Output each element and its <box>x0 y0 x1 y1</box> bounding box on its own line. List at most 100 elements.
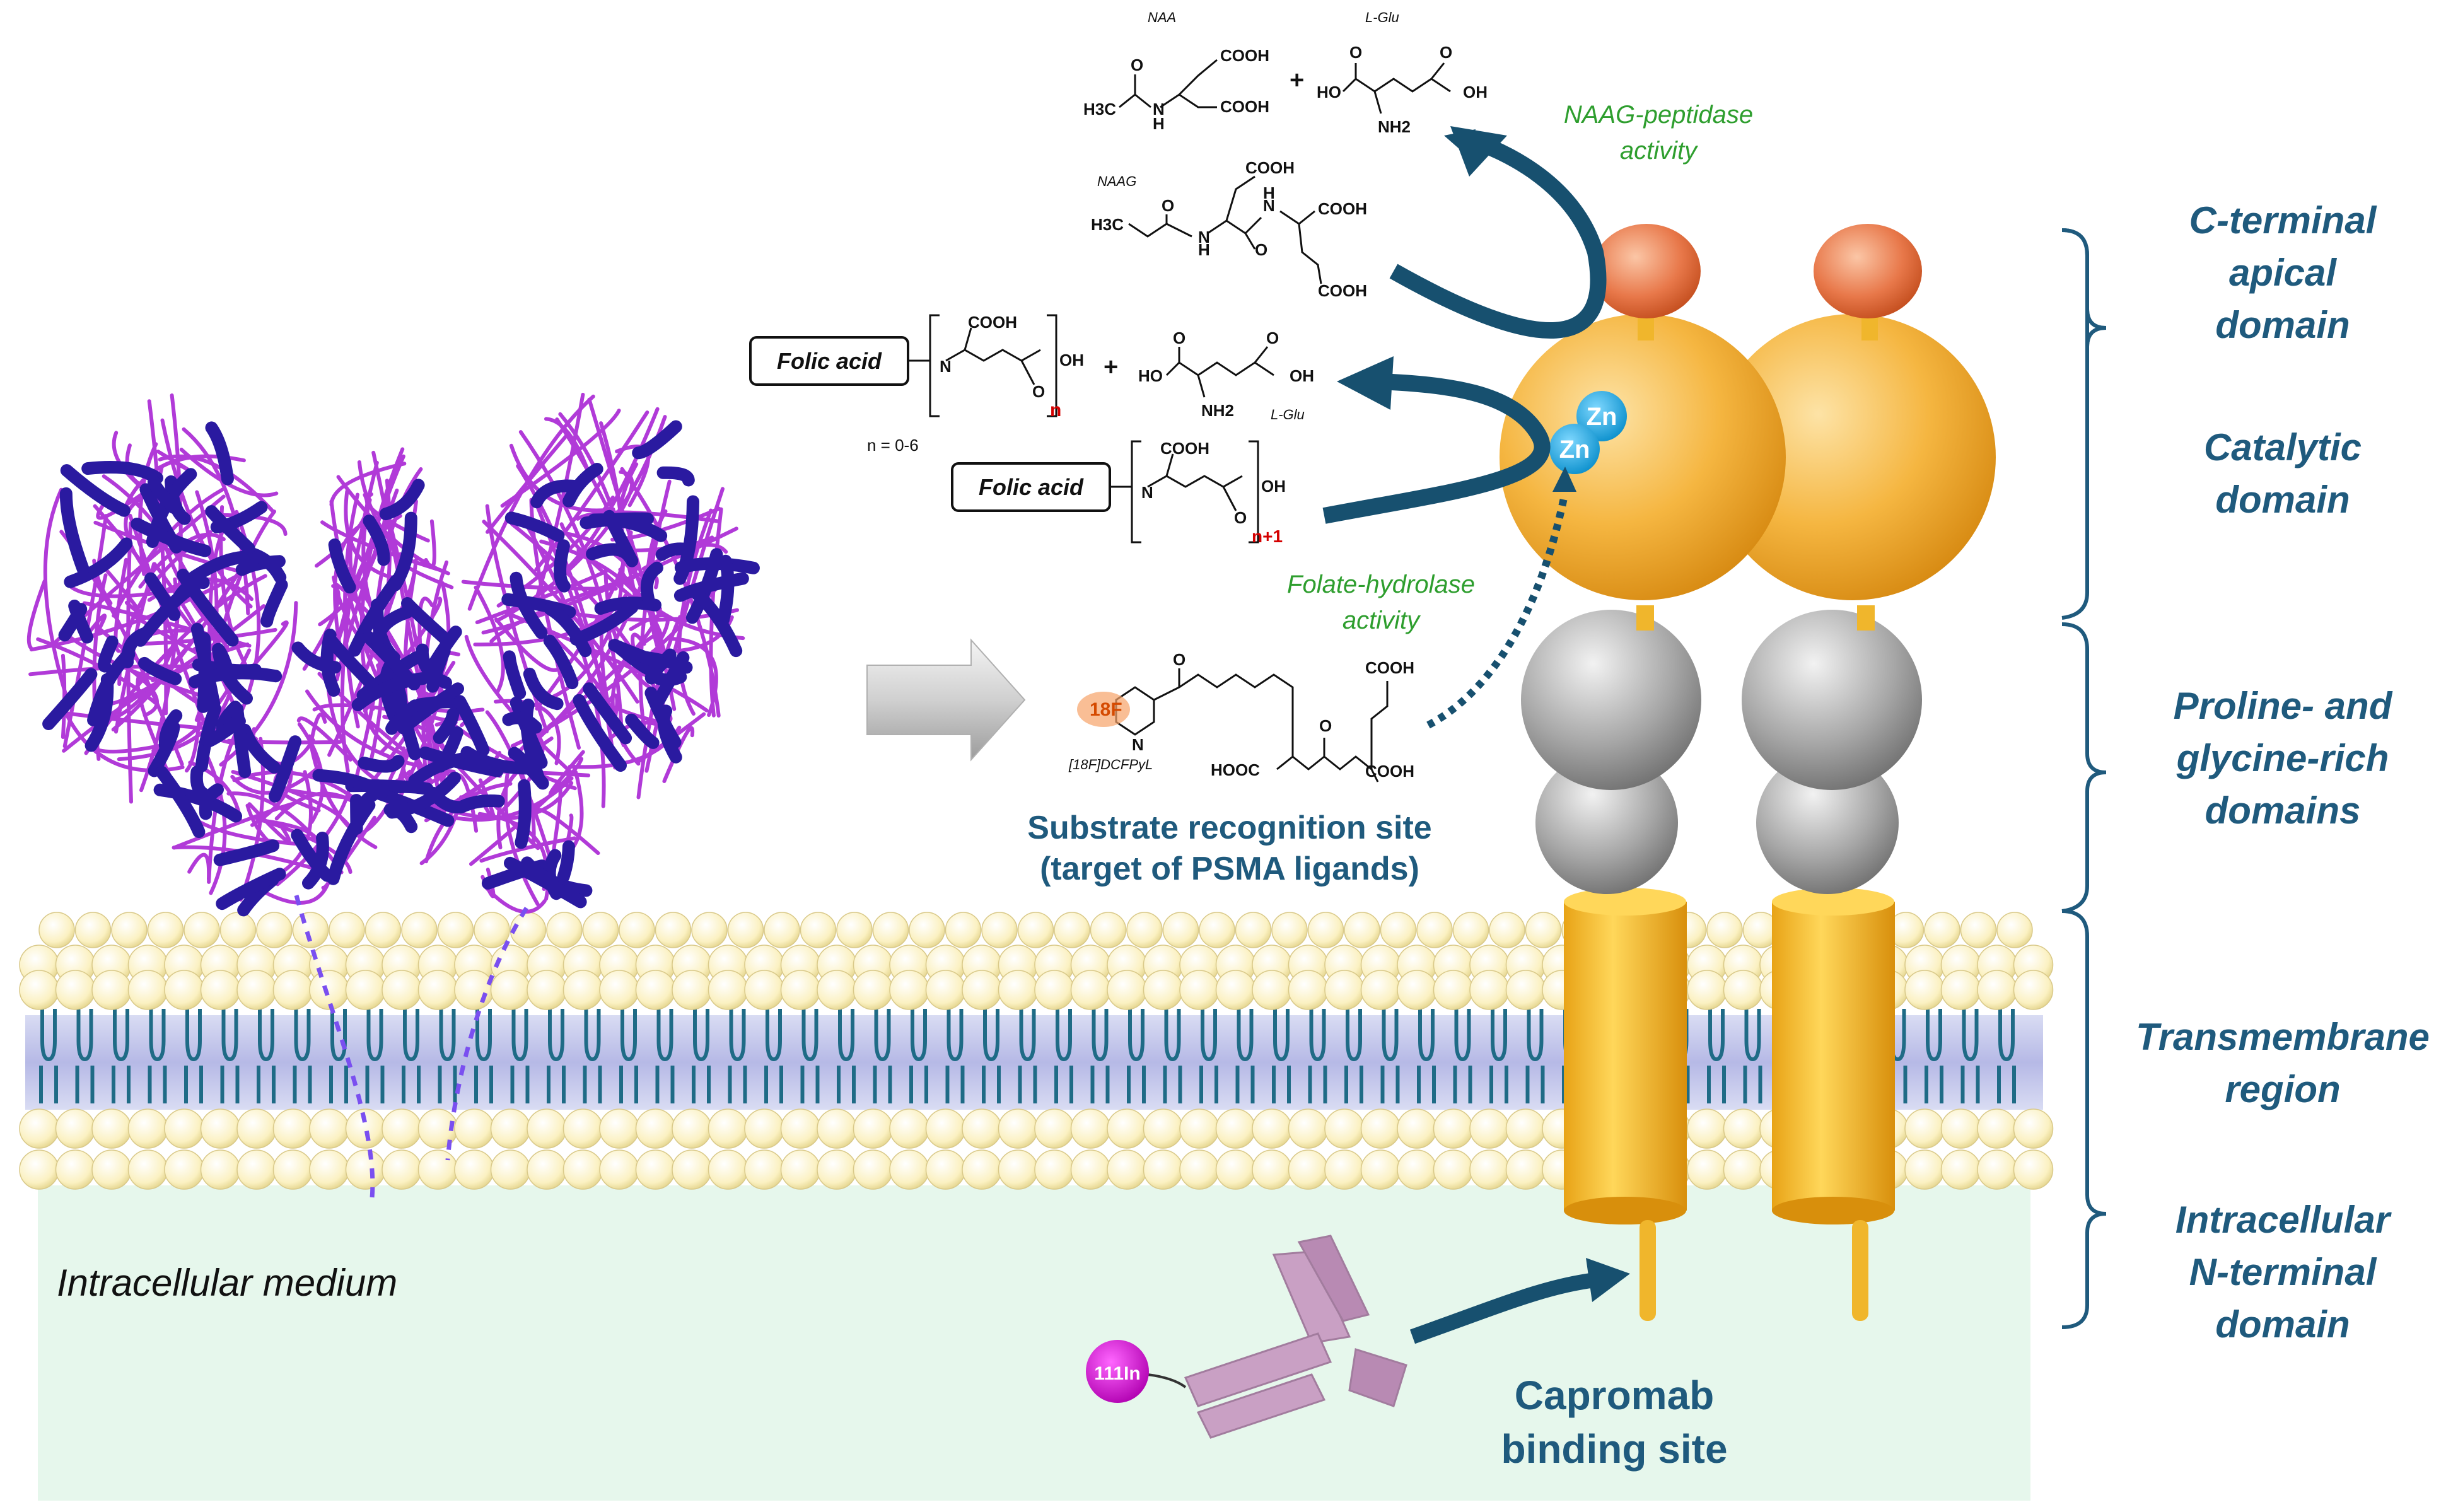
svg-text:N: N <box>1141 483 1153 502</box>
svg-text:O: O <box>1162 196 1174 215</box>
svg-text:HO: HO <box>1138 366 1163 385</box>
domain-label-apical-1: C-terminal <box>2189 199 2377 241</box>
svg-text:L-Glu: L-Glu <box>1271 407 1305 422</box>
psma-dimer-model: Zn Zn <box>1500 224 1996 1321</box>
svg-text:O: O <box>1032 382 1045 401</box>
naag-peptidase-arrow <box>1389 127 1607 339</box>
svg-text:O: O <box>1255 240 1267 259</box>
domain-label-proline-3: domains <box>2205 789 2361 832</box>
svg-text:H: H <box>1153 114 1165 133</box>
lipid-heads-top-back <box>38 912 2033 948</box>
substrate-site-label-1: Substrate recognition site <box>1027 810 1431 846</box>
lipid-heads-bottom <box>19 1108 2054 1190</box>
capromab-label-1: Capromab <box>1515 1373 1715 1418</box>
svg-text:COOH: COOH <box>1220 97 1269 116</box>
svg-text:COOH: COOH <box>1245 158 1295 177</box>
svg-text:N: N <box>1132 735 1144 754</box>
indium-111-label: 111In <box>1086 1340 1149 1403</box>
folic-acid-polyglutamate: Folic acid N COOH OH O n n = 0-6 <box>749 313 1084 455</box>
glycine-rich-sphere-right-lower <box>1756 752 1899 894</box>
domain-braces <box>2061 228 2107 1329</box>
naa-structure: NAA COOH COOH H3C N O H <box>1083 9 1269 133</box>
capromab-arrow <box>1409 1272 1597 1344</box>
svg-text:Folic acid: Folic acid <box>777 348 882 374</box>
folate-hydrolase-label-1: Folate-hydrolase <box>1287 571 1475 598</box>
domain-label-intracellular-2: N-terminal <box>2189 1251 2377 1293</box>
domain-labels: C-terminal apical domain Catalytic domai… <box>2136 199 2430 1346</box>
n-terminal-tail-left <box>1640 1220 1656 1321</box>
svg-text:O: O <box>1131 55 1143 74</box>
domain-label-apical-3: domain <box>2215 304 2350 346</box>
svg-text:HOOC: HOOC <box>1211 760 1260 779</box>
svg-text:COOH: COOH <box>1160 439 1209 458</box>
folate-hydrolase-label-2: activity <box>1343 607 1421 634</box>
catalytic-sphere-right <box>1710 314 1996 600</box>
svg-text:n = 0-6: n = 0-6 <box>867 436 919 455</box>
svg-text:H: H <box>1198 240 1210 259</box>
svg-text:NAAG: NAAG <box>1097 173 1136 189</box>
transmembrane-helix-left <box>1564 888 1687 1224</box>
svg-text:18F: 18F <box>1090 699 1122 720</box>
zinc-ion-2: Zn <box>1549 424 1600 474</box>
domain-label-transmembrane-1: Transmembrane <box>2136 1016 2430 1058</box>
dcfpyl-structure: 18F N O [18F]DCFPyL HOOC COOH COOH O <box>1068 650 1414 782</box>
svg-text:Zn: Zn <box>1559 436 1590 463</box>
svg-text:OH: OH <box>1059 351 1084 369</box>
svg-text:[18F]DCFPyL: [18F]DCFPyL <box>1068 757 1153 772</box>
tm-dashed-left <box>294 895 375 1199</box>
svg-text:Folic acid: Folic acid <box>979 474 1084 500</box>
folate-hydrolase-arrow <box>1322 373 1551 524</box>
transmembrane-helix-right <box>1772 888 1895 1224</box>
svg-text:NAA: NAA <box>1148 9 1176 25</box>
svg-text:NH2: NH2 <box>1378 117 1411 136</box>
svg-text:111In: 111In <box>1094 1363 1140 1384</box>
svg-text:H3C: H3C <box>1091 215 1124 234</box>
svg-text:OH: OH <box>1290 366 1314 385</box>
naag-structure: NAAG COOH COOH COOH H3C N N H H O O <box>1091 158 1367 300</box>
lglu-mid-structure: HO NH2 OH O O L-Glu <box>1138 329 1314 422</box>
svg-text:O: O <box>1440 43 1452 62</box>
domain-label-proline-2: glycine-rich <box>2176 737 2389 779</box>
capromab-antibody <box>1147 1235 1407 1439</box>
svg-text:N: N <box>1263 196 1275 215</box>
plus-mid: + <box>1104 353 1118 381</box>
svg-text:N: N <box>1198 228 1210 247</box>
lglu-top-structure: L-Glu HO NH2 OH O O <box>1317 9 1488 136</box>
domain-label-transmembrane-2: region <box>2225 1068 2340 1110</box>
naag-peptidase-label-2: activity <box>1620 137 1699 165</box>
svg-text:HO: HO <box>1317 83 1341 102</box>
svg-text:n+1: n+1 <box>1252 526 1283 546</box>
catalytic-sphere-left <box>1500 314 1786 600</box>
svg-text:COOH: COOH <box>1365 762 1414 781</box>
svg-text:N: N <box>1153 100 1165 119</box>
domain-label-intracellular-1: Intracellular <box>2176 1199 2392 1241</box>
svg-text:O: O <box>1234 508 1247 527</box>
svg-text:O: O <box>1266 329 1279 347</box>
intracellular-medium-label: Intracellular medium <box>57 1262 397 1304</box>
psma-crystal-structure <box>26 392 760 1199</box>
svg-text:OH: OH <box>1261 477 1286 496</box>
svg-text:NH2: NH2 <box>1201 401 1234 420</box>
svg-text:H3C: H3C <box>1083 100 1116 119</box>
structure-to-model-arrow <box>866 638 1026 762</box>
naag-peptidase-label-1: NAAG-peptidase <box>1564 101 1753 129</box>
lipid-heads-top <box>19 945 2054 1010</box>
proline-rich-sphere-left <box>1521 610 1701 790</box>
glycine-rich-sphere-left-lower <box>1535 752 1678 894</box>
domain-label-proline-1: Proline- and <box>2174 685 2393 727</box>
protein-beta-strands <box>42 420 760 917</box>
svg-text:OH: OH <box>1463 83 1488 102</box>
ligand-binding-dotted-arrow <box>1426 497 1568 729</box>
domain-label-apical-2: apical <box>2229 252 2337 294</box>
svg-text:O: O <box>1319 716 1332 735</box>
svg-text:n: n <box>1050 400 1061 421</box>
svg-text:COOH: COOH <box>1318 281 1367 300</box>
substrate-site-label-2: (target of PSMA ligands) <box>1040 851 1419 887</box>
n-terminal-tail-right <box>1852 1220 1868 1321</box>
svg-text:L-Glu: L-Glu <box>1365 9 1399 25</box>
svg-text:COOH: COOH <box>1220 46 1269 65</box>
svg-text:O: O <box>1173 329 1185 347</box>
svg-text:N: N <box>940 357 952 376</box>
